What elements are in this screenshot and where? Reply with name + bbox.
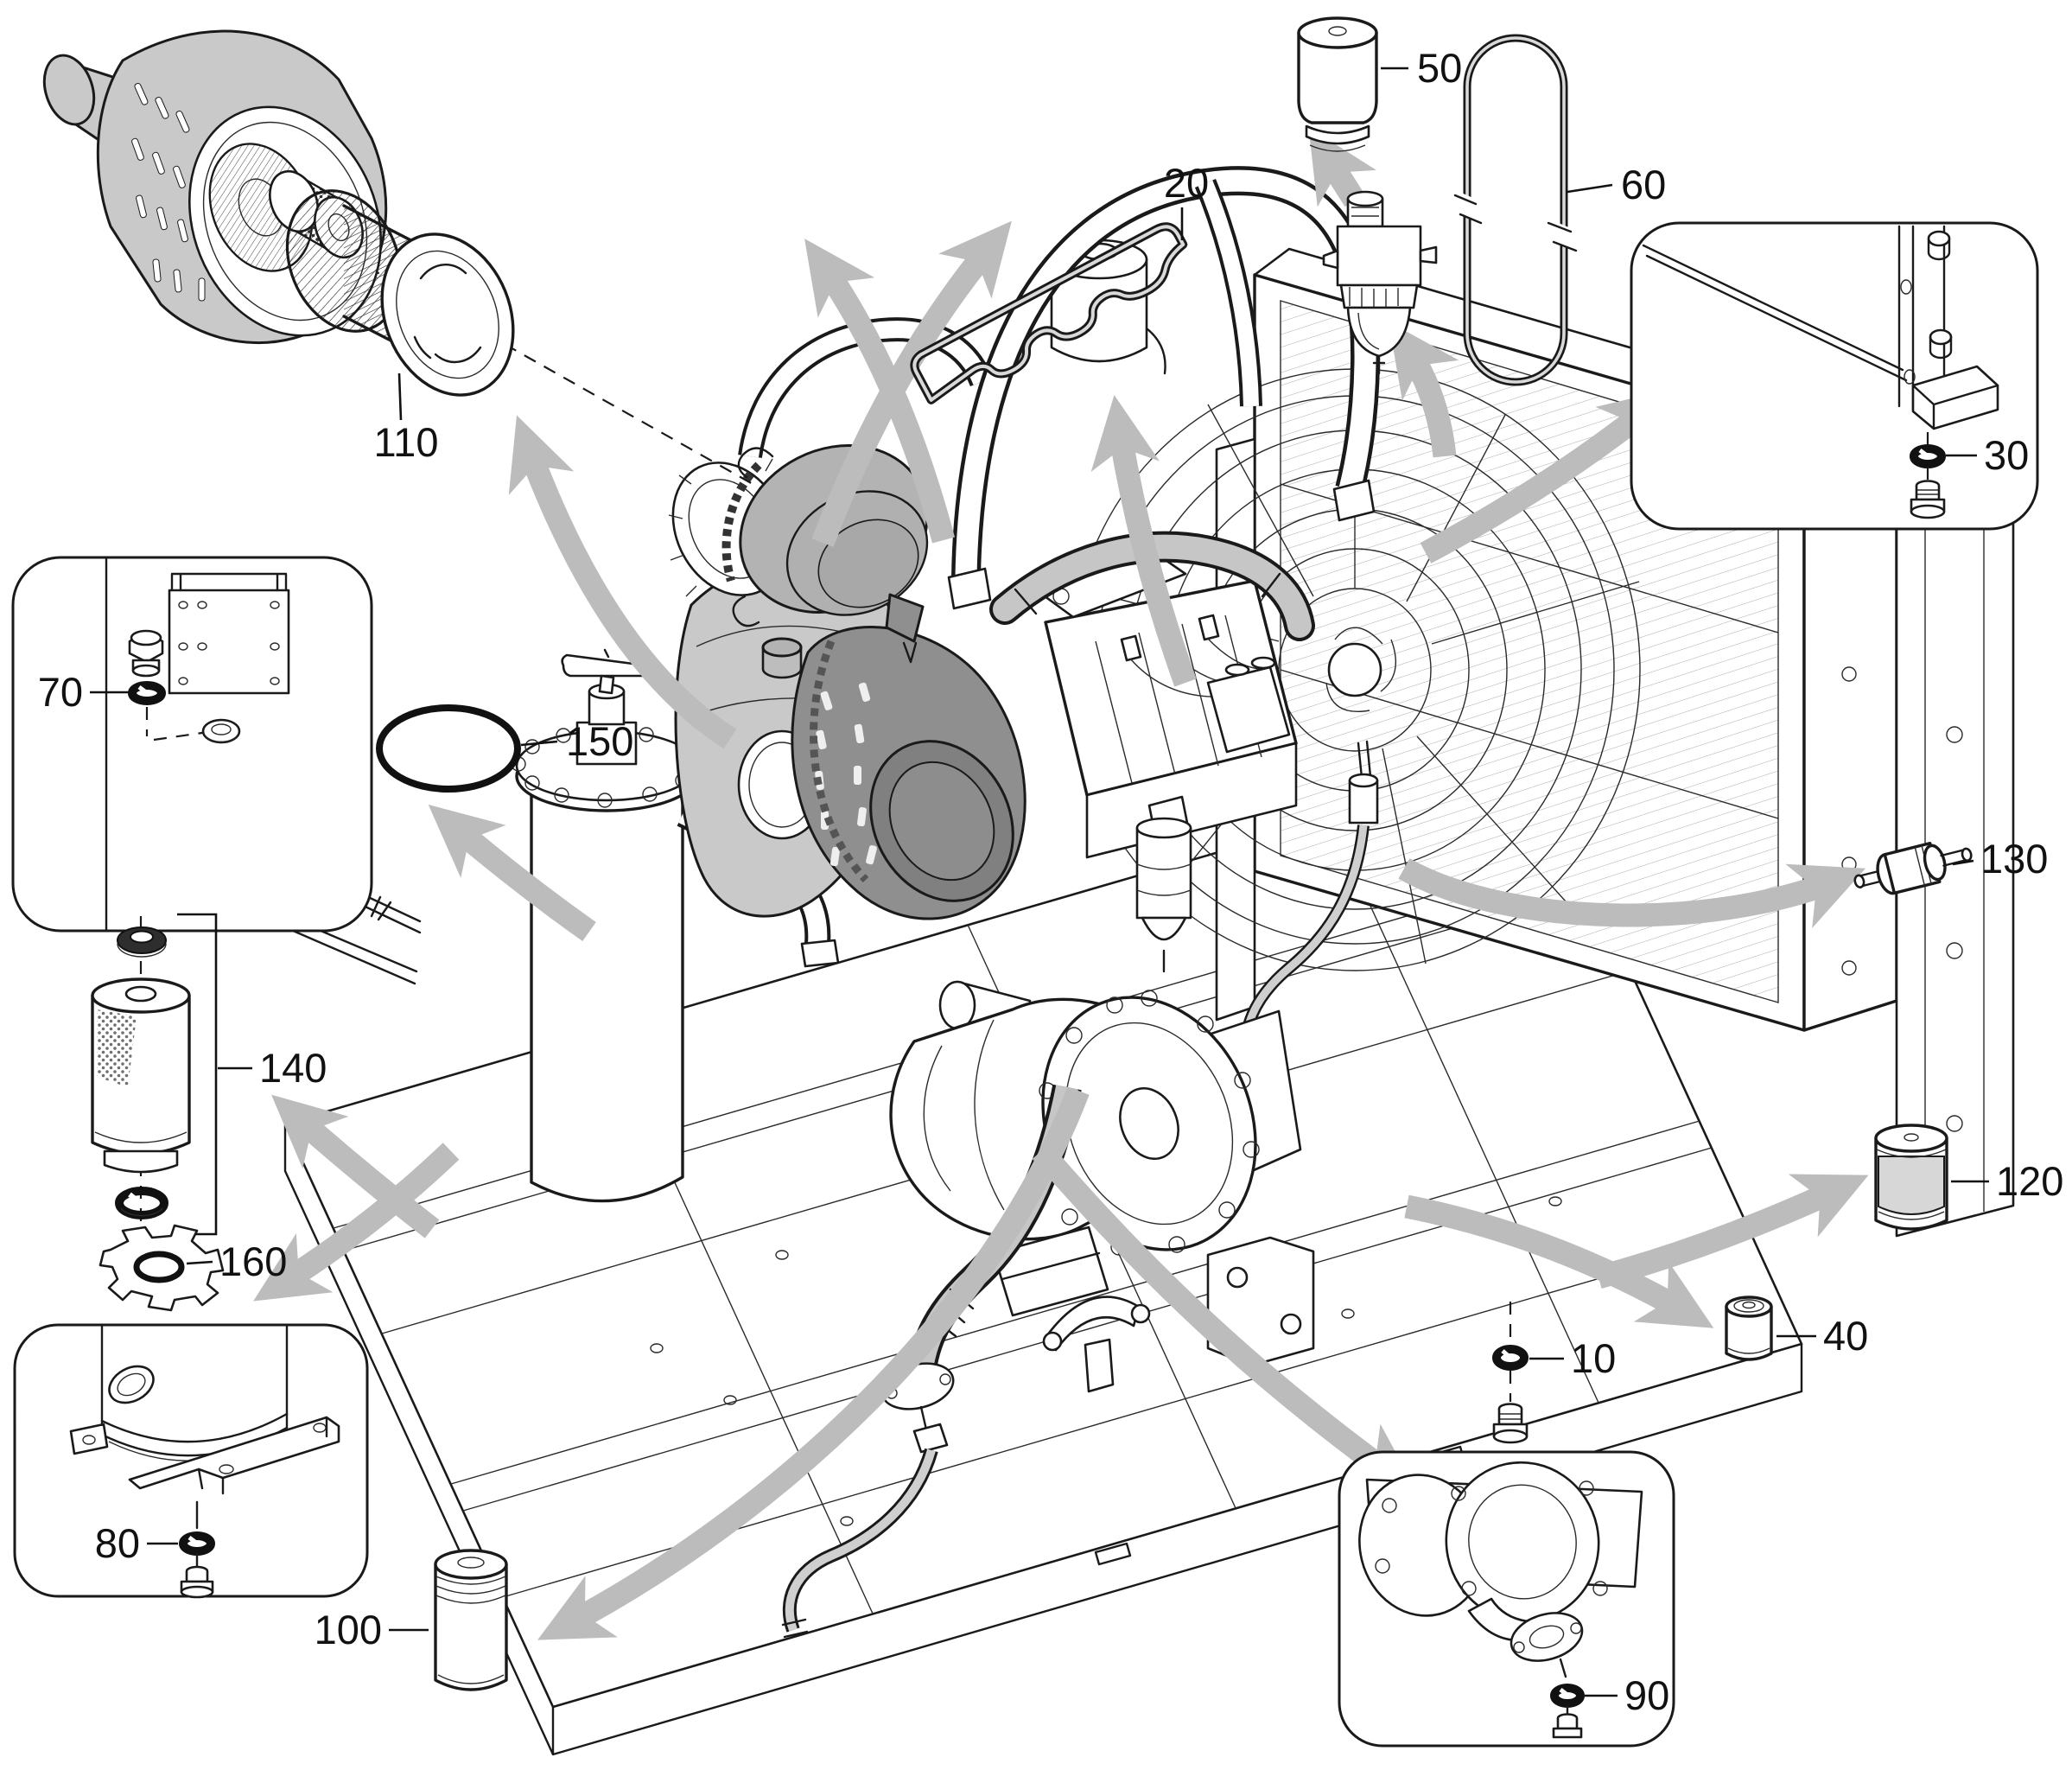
arrow-to-140 — [271, 1094, 440, 1238]
part-10-group — [1492, 1302, 1529, 1444]
filter-cartridge-100 — [434, 1549, 508, 1691]
callout-70-label: 70 — [38, 669, 83, 715]
water-separator-assembly — [1322, 190, 1438, 375]
air-cleaner-housing-on-machine — [674, 557, 1026, 920]
plug-90 — [1552, 1704, 1583, 1739]
callout-90-label: 90 — [1624, 1672, 1669, 1718]
callouts: 110 20 50 60 30 70 150 140 160 80 100 90… — [38, 45, 2064, 1718]
o-ring-150 — [376, 704, 521, 793]
valve-cover-gasket — [910, 222, 1188, 404]
seal-top-140 — [117, 926, 167, 958]
callout-130-leader — [1952, 859, 1974, 866]
callout-40-label: 40 — [1823, 1313, 1868, 1359]
callout-110-label: 110 — [374, 419, 439, 465]
callout-30-label: 30 — [1984, 432, 2029, 478]
plug-30 — [1910, 480, 1946, 519]
seal-bottom-140 — [115, 1187, 168, 1219]
oil-filter-40 — [1725, 1296, 1773, 1361]
callout-160-label: 160 — [219, 1238, 287, 1284]
arrow-cross-right — [811, 220, 1012, 547]
callout-150-label: 150 — [566, 718, 633, 764]
arrow-to-inset-30 — [1420, 388, 1674, 563]
arrow-to-inset-90 — [1032, 1143, 1419, 1495]
arrow-to-gasket — [1090, 395, 1197, 687]
inset-box-80 — [13, 1323, 369, 1599]
arrow-to-inset-80 — [253, 1143, 460, 1302]
arrow-to-air-filter — [508, 415, 737, 749]
arrow-to-separator — [1388, 322, 1459, 458]
callout-130-label: 130 — [1980, 836, 2048, 882]
callout-20-label: 20 — [1164, 160, 1209, 206]
arrow-to-130 — [1398, 858, 1866, 928]
plug-70 — [128, 629, 164, 678]
callout-60-label: 60 — [1621, 162, 1666, 207]
compressor-airend — [781, 990, 1315, 1639]
callout-50-label: 50 — [1417, 45, 1462, 91]
callout-60-leader — [1567, 183, 1613, 194]
callout-80-label: 80 — [95, 1520, 140, 1566]
inline-fuel-filter-130 — [1853, 841, 1973, 895]
callout-160-leader — [186, 1260, 213, 1265]
callout-120-label: 120 — [1996, 1158, 2063, 1204]
arrow-to-120 — [1595, 1174, 1869, 1289]
plug-80 — [180, 1552, 214, 1599]
plug-10 — [1492, 1403, 1529, 1444]
arrow-to-100 — [537, 1086, 1090, 1640]
engine-assembly — [938, 531, 1379, 1068]
callout-100-label: 100 — [315, 1607, 382, 1652]
arrow-to-150 — [428, 804, 596, 942]
callout-150-leader — [520, 740, 558, 747]
oil-filter-kit-140 — [91, 913, 218, 1236]
separator-element-120 — [1874, 1124, 1948, 1231]
inset-box-90 — [1338, 1450, 1675, 1748]
arrow-to-40 — [1404, 1194, 1714, 1328]
callout-140-label: 140 — [259, 1045, 327, 1091]
inset-box-30 — [1630, 221, 2039, 531]
inset-box-70 — [11, 556, 373, 933]
arrow-to-50 — [1308, 127, 1376, 207]
callout-110-leader — [397, 372, 403, 421]
air-filter-exploded-group — [42, 29, 761, 489]
fuel-filter-element-50 — [1297, 16, 1378, 152]
callout-10-label: 10 — [1571, 1335, 1616, 1381]
filter-element-140 — [91, 977, 191, 1174]
nut-70 — [201, 718, 241, 744]
radiator-seal-ring — [1453, 34, 1578, 386]
flow-arrows — [168, 127, 1869, 1640]
lock-washer-160 — [99, 1224, 225, 1312]
